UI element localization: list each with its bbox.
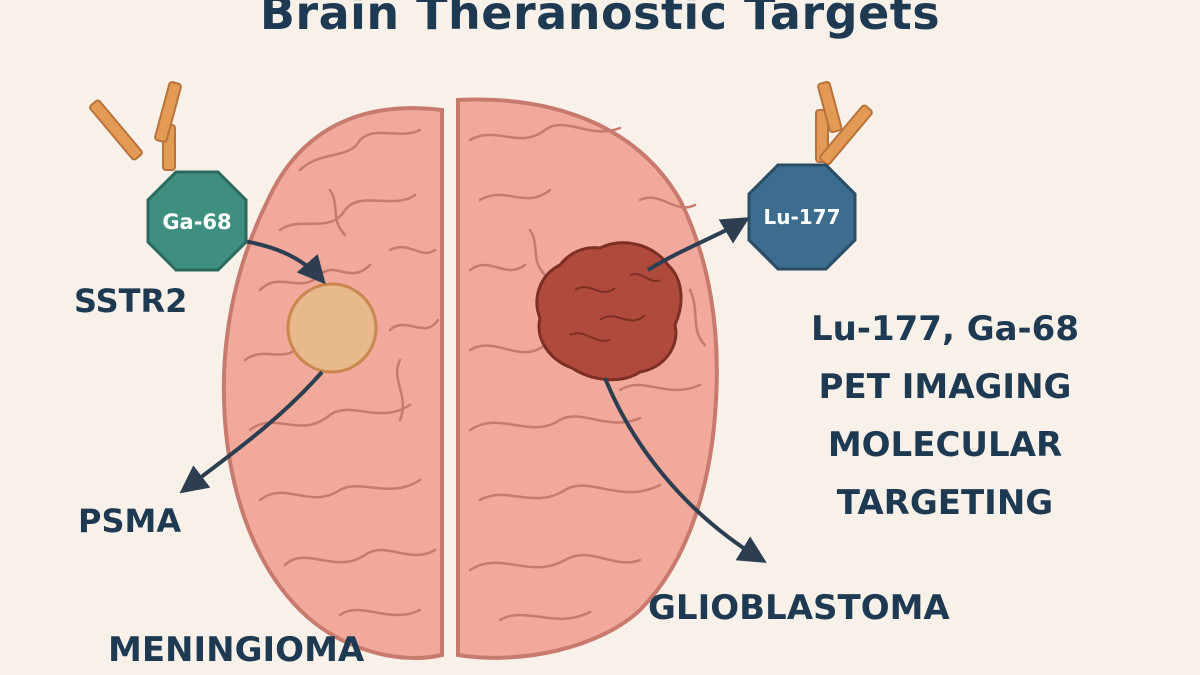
ga68-badge-label: Ga-68 — [162, 210, 231, 234]
summary-line-4: TARGETING — [836, 483, 1054, 523]
brain-left-hemisphere — [221, 106, 444, 660]
lu177-badge-label: Lu-177 — [763, 205, 840, 229]
page-title: Brain Theranostic Targets — [259, 0, 941, 40]
label-psma: PSMA — [78, 502, 182, 540]
meningioma-lesion — [286, 282, 378, 374]
antibody-icon — [815, 81, 873, 166]
summary-line-1: Lu-177, Ga-68 — [811, 309, 1079, 349]
arrow-lesion-to-psma — [179, 370, 324, 494]
summary-line-2: PET IMAGING — [818, 367, 1072, 407]
brain-folds-left — [243, 128, 440, 617]
glioblastoma-texture — [569, 272, 661, 342]
brain-folds-right — [468, 123, 707, 622]
label-glioblastoma: GLIOBLASTOMA — [648, 588, 950, 628]
brain — [221, 97, 719, 660]
brain-right-hemisphere — [456, 97, 719, 660]
lu177-badge — [747, 163, 857, 271]
ga68-badge — [146, 170, 248, 272]
label-sstr2: SSTR2 — [74, 282, 188, 320]
summary-line-3: MOLECULAR — [827, 425, 1063, 465]
summary-text-block: Lu-177, Ga-68 PET IMAGING MOLECULAR TARG… — [770, 300, 1120, 532]
arrow-glioblastoma-to-lu177 — [646, 217, 750, 272]
label-meningioma: MENINGIOMA — [108, 630, 365, 670]
antibody-icon — [89, 81, 182, 171]
arrow-ga68-to-lesion — [237, 238, 326, 285]
arrow-glioblastoma-to-label — [603, 377, 767, 563]
